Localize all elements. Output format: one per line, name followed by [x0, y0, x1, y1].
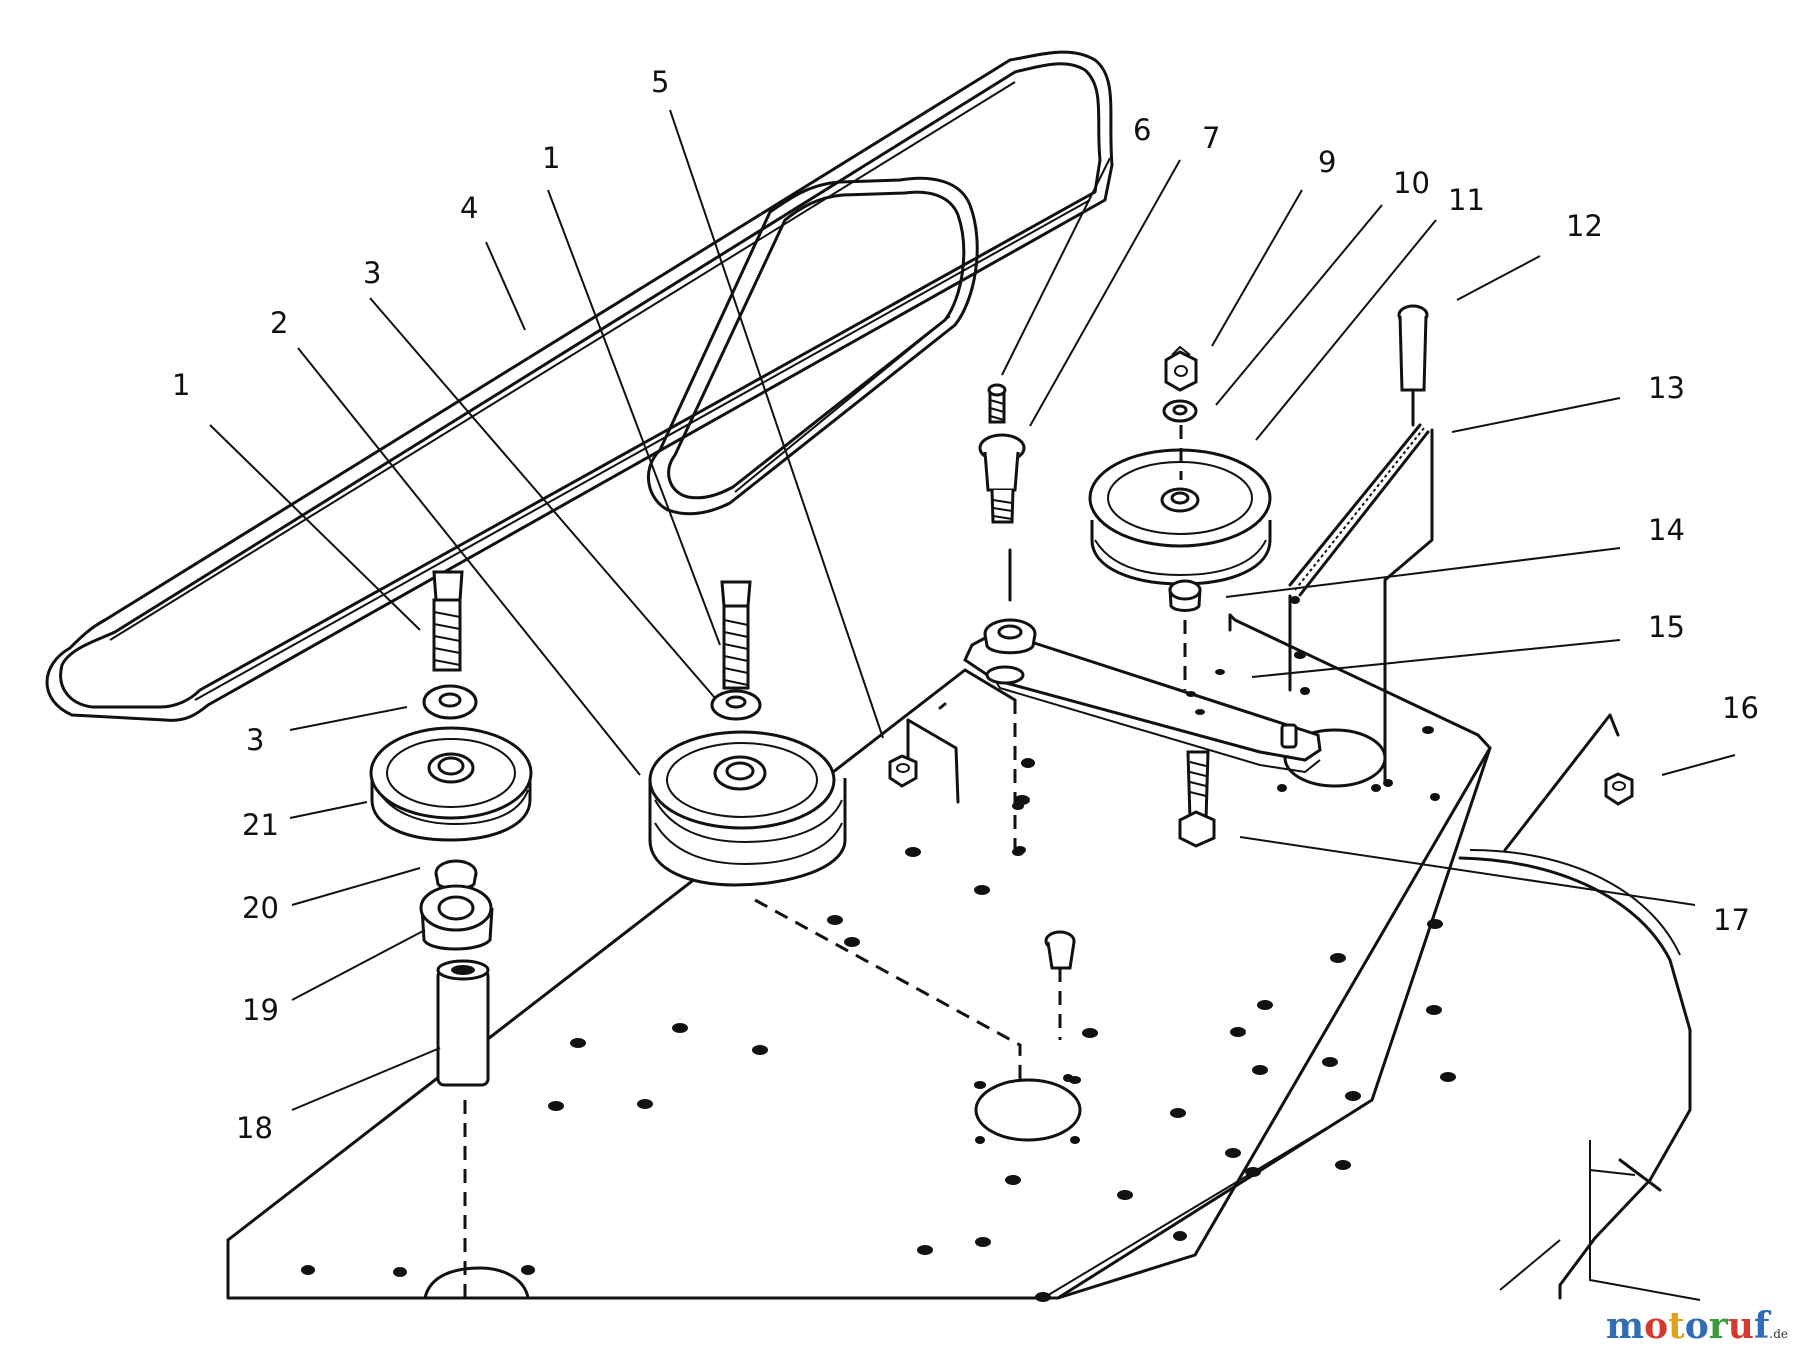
callout-labels: 1 1 2 3 3 4 5 6 7 9 10 11 12 13 14 15 16… [172, 65, 1759, 1145]
callout-6: 6 [1133, 113, 1151, 147]
idler-spring [1288, 423, 1430, 597]
callout-15: 15 [1648, 610, 1685, 644]
left-pulley-assembly [369, 570, 533, 1298]
callout-1-left: 1 [172, 368, 190, 402]
callout-3-top: 3 [363, 256, 381, 290]
drive-belt-small [646, 176, 979, 516]
watermark-suffix: .de [1769, 1327, 1788, 1341]
callout-18: 18 [236, 1111, 273, 1145]
deck-spindle-openings [423, 728, 1387, 1300]
callout-leader-lines [209, 109, 1736, 1111]
callout-19: 19 [242, 993, 279, 1027]
callout-10: 10 [1393, 166, 1430, 200]
center-deck-bolt [1044, 930, 1076, 1082]
callout-21: 21 [242, 808, 279, 842]
callout-16: 16 [1722, 691, 1759, 725]
callout-1-center: 1 [542, 141, 560, 175]
drive-belt-large [45, 50, 1114, 722]
callout-17: 17 [1713, 903, 1750, 937]
callout-11: 11 [1448, 183, 1485, 217]
callout-9: 9 [1318, 145, 1336, 179]
watermark-letter: u [1727, 1305, 1754, 1347]
callout-3-left: 3 [246, 723, 264, 757]
watermark-letter: r [1708, 1305, 1728, 1347]
callout-4: 4 [460, 191, 478, 225]
idler-arm-assembly [963, 304, 1634, 860]
callout-12: 12 [1566, 209, 1603, 243]
callout-20: 20 [242, 891, 279, 925]
callout-5: 5 [651, 65, 669, 99]
callout-13: 13 [1648, 371, 1685, 405]
motoruf-watermark-logo: motoruf.de [1606, 1305, 1788, 1347]
watermark-letter: o [1684, 1305, 1709, 1347]
center-pulley-assembly [648, 580, 1022, 1080]
callout-14: 14 [1648, 513, 1685, 547]
watermark-letter: t [1668, 1305, 1685, 1347]
watermark-letter: f [1753, 1305, 1770, 1347]
callout-2: 2 [270, 306, 288, 340]
nut-5-and-bracket [888, 718, 960, 804]
callout-7: 7 [1202, 121, 1220, 155]
watermark-letter: o [1644, 1305, 1669, 1347]
watermark-letter: m [1605, 1305, 1645, 1347]
